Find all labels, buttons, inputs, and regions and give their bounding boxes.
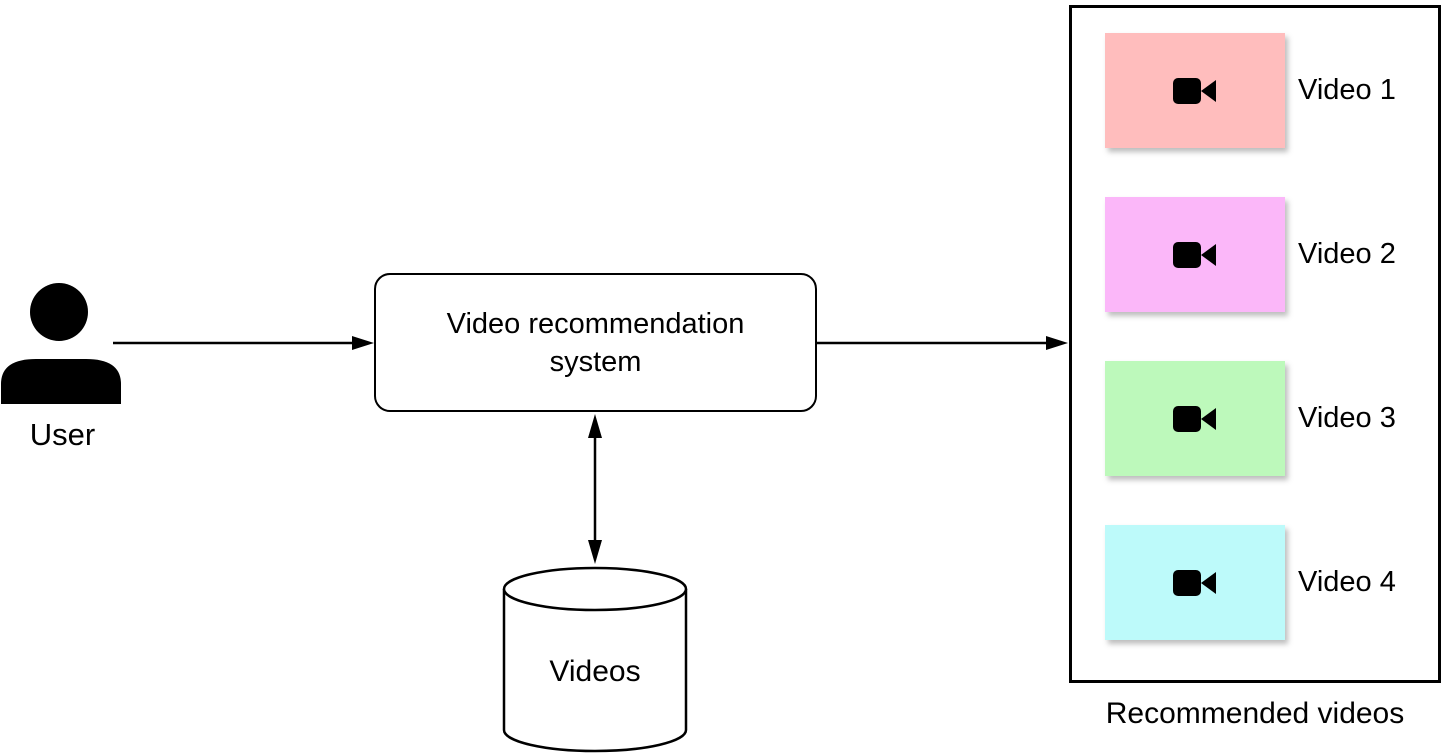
video-thumbnail [1105, 33, 1285, 148]
video-row: Video 4 [1105, 525, 1438, 640]
video-thumbnail [1105, 361, 1285, 476]
video-camera-icon [1173, 569, 1216, 596]
database-cylinder-icon [502, 566, 688, 753]
recommended-videos-panel: Video 1 Video 2 Video 3 Video 4 [1069, 5, 1441, 683]
video-row: Video 1 [1105, 33, 1438, 148]
video-label: Video 2 [1298, 238, 1396, 270]
user-label: User [29, 417, 96, 452]
system-box: Video recommendation system [374, 273, 817, 412]
arrow-user-to-system [113, 336, 374, 350]
system-box-label-line2: system [549, 345, 642, 378]
video-camera-icon [1173, 77, 1216, 104]
panel-caption: Recommended videos [1105, 697, 1405, 730]
video-row: Video 2 [1105, 197, 1438, 312]
video-row: Video 3 [1105, 361, 1438, 476]
video-label: Video 4 [1298, 566, 1396, 598]
video-label: Video 1 [1298, 74, 1396, 106]
database-label: Videos [549, 655, 641, 688]
video-label: Video 3 [1298, 402, 1396, 434]
video-camera-icon [1173, 241, 1216, 268]
person-icon [1, 283, 121, 404]
arrow-system-to-recommendations [817, 336, 1068, 350]
video-list: Video 1 Video 2 Video 3 Video 4 [1072, 8, 1438, 640]
video-thumbnail [1105, 197, 1285, 312]
system-box-label: Video recommendation system [447, 305, 745, 381]
system-box-label-line1: Video recommendation [446, 307, 745, 340]
arrow-system-to-database [588, 414, 602, 564]
video-camera-icon [1173, 405, 1216, 432]
video-thumbnail [1105, 525, 1285, 640]
